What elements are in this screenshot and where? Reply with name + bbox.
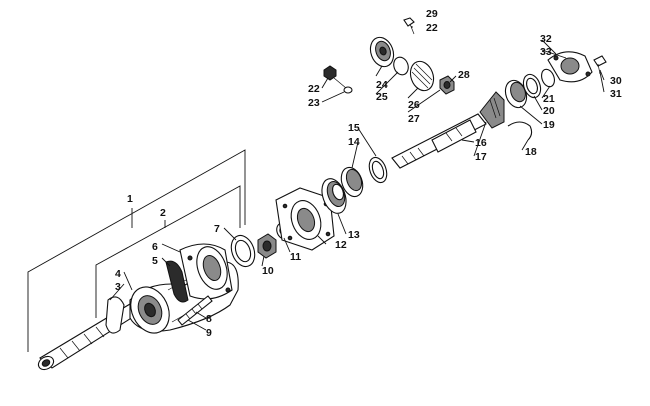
callout-22-left: 22 xyxy=(308,83,320,95)
cup-20 xyxy=(522,73,542,99)
snap-ring-18 xyxy=(507,121,533,141)
cover-plate xyxy=(547,51,593,83)
flange-housing-12 xyxy=(275,187,335,251)
callout-33: 33 xyxy=(540,46,552,58)
assembly-bracket-1 xyxy=(27,149,246,352)
ring-gear-26 xyxy=(409,60,435,92)
bolt-22 xyxy=(323,65,353,94)
callout-4: 4 xyxy=(115,268,121,280)
callout-26: 26 xyxy=(408,99,420,111)
assembly-bracket-2 xyxy=(95,185,241,318)
callout-3: 3 xyxy=(115,281,121,293)
bearing-carrier xyxy=(179,243,233,300)
input-shaft-16 xyxy=(391,113,487,169)
callout-16: 16 xyxy=(475,137,487,149)
callout-29: 29 xyxy=(426,8,438,20)
bearing-14 xyxy=(340,166,364,198)
callout-17: 17 xyxy=(475,151,487,163)
callout-19: 19 xyxy=(543,119,555,131)
callout-30: 30 xyxy=(610,75,622,87)
bearing-24 xyxy=(369,36,395,68)
callout-8: 8 xyxy=(206,313,212,325)
callout-14: 14 xyxy=(348,136,360,148)
leader-lines xyxy=(109,26,605,331)
callout-5: 5 xyxy=(152,255,158,267)
screw-29 xyxy=(403,17,415,35)
callout-31: 31 xyxy=(610,88,622,100)
callout-32: 32 xyxy=(540,33,552,45)
pinion-gear-17 xyxy=(479,91,505,129)
callout-13: 13 xyxy=(348,229,360,241)
bolt-30 xyxy=(593,55,607,75)
bearing-13 xyxy=(321,178,347,214)
callout-7: 7 xyxy=(214,223,220,235)
nut-28 xyxy=(439,75,455,95)
callout-24: 24 xyxy=(376,79,388,91)
bolt-8 xyxy=(177,295,213,326)
callout-28: 28 xyxy=(458,69,470,81)
nut-10 xyxy=(257,233,277,259)
spacer-21 xyxy=(541,68,555,88)
callout-21: 21 xyxy=(543,93,555,105)
callout-12: 12 xyxy=(335,239,347,251)
callout-25: 25 xyxy=(376,91,388,103)
callout-15: 15 xyxy=(348,122,360,134)
callout-11: 11 xyxy=(290,251,301,263)
seal-ring-7 xyxy=(230,234,256,268)
callout-23: 23 xyxy=(308,97,320,109)
retaining-clip xyxy=(105,296,125,334)
callout-27: 27 xyxy=(408,113,420,125)
callout-18: 18 xyxy=(525,146,537,158)
callout-6: 6 xyxy=(152,241,158,253)
shim-5 xyxy=(165,260,189,303)
seal-25 xyxy=(393,56,409,76)
callout-2: 2 xyxy=(160,207,166,219)
callout-9: 9 xyxy=(206,327,212,339)
callout-10: 10 xyxy=(262,265,274,277)
callout-20: 20 xyxy=(543,105,555,117)
ring-15 xyxy=(368,156,388,184)
callout-labels: 1 2 3 4 5 6 7 8 9 10 11 12 13 14 15 16 1… xyxy=(115,8,622,339)
callout-1: 1 xyxy=(127,193,133,205)
callout-22-top: 22 xyxy=(426,22,438,34)
